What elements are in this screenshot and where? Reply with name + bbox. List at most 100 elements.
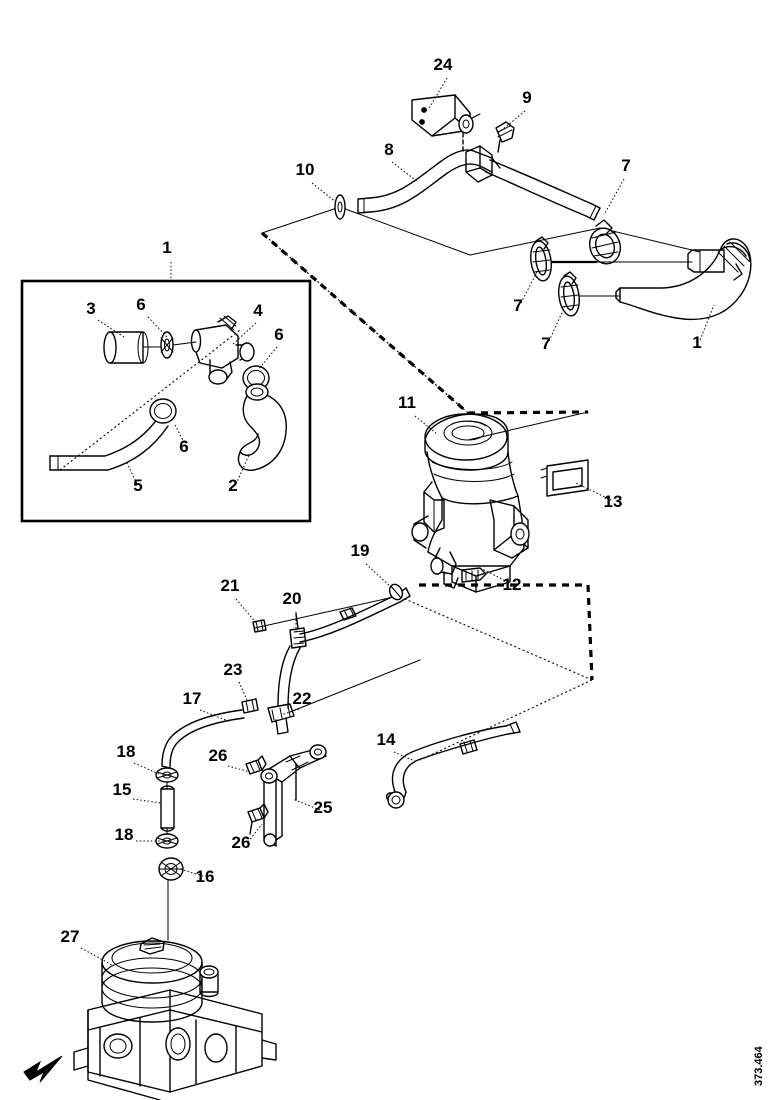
leader-line-22 xyxy=(280,708,300,716)
part-3-sleeve xyxy=(103,331,149,364)
part-21-fitting xyxy=(252,619,267,633)
drawing-number: 373.464 xyxy=(753,1045,765,1086)
callout-24: 24 xyxy=(434,55,453,74)
part-20-clamp xyxy=(289,613,307,649)
leader-line-3 xyxy=(97,319,125,338)
callout-18: 18 xyxy=(117,742,136,761)
part-17-line-upper xyxy=(277,645,301,709)
callout-11: 11 xyxy=(398,393,416,412)
ref-line-a xyxy=(339,206,471,256)
leader-line-6 xyxy=(174,424,187,447)
callout-leaders xyxy=(80,77,715,966)
ref-line-b xyxy=(469,227,601,256)
callout-26: 26 xyxy=(232,833,251,852)
part-26-bolt-a xyxy=(245,755,267,775)
part-7-clamp-c xyxy=(558,271,580,317)
reference-dash-inset xyxy=(59,329,241,471)
leader-line-7 xyxy=(548,303,567,342)
part-22-union xyxy=(267,703,295,735)
callout-7: 7 xyxy=(541,334,550,353)
part-6-oring-c xyxy=(149,398,177,424)
leader-line-24 xyxy=(427,77,448,111)
part-14-return-line xyxy=(385,721,521,809)
callout-20: 20 xyxy=(283,589,302,608)
callout-25: 25 xyxy=(314,798,333,817)
part-1-hose-assembly xyxy=(615,238,752,321)
part-19-fitting xyxy=(388,583,404,601)
inset-detail-box xyxy=(20,279,312,523)
leader-line-19 xyxy=(365,563,393,589)
part-15-filter-element xyxy=(160,781,175,837)
callout-22: 22 xyxy=(293,689,312,708)
callout-14: 14 xyxy=(377,730,396,749)
part-26-bolt-b xyxy=(247,803,269,835)
leader-line-7 xyxy=(603,178,625,216)
leader-line-14 xyxy=(393,751,418,763)
callout-26: 26 xyxy=(209,746,228,765)
callout-16: 16 xyxy=(196,867,215,886)
leader-line-5 xyxy=(126,462,138,485)
leader-line-1 xyxy=(699,304,715,341)
ref-line-22 xyxy=(289,659,421,713)
part-5-hose xyxy=(49,421,169,471)
inset-axis-b xyxy=(172,341,197,346)
part-4-connector xyxy=(190,315,255,385)
leader-line-17 xyxy=(199,709,232,723)
callout-23: 23 xyxy=(224,660,243,679)
callout-27: 27 xyxy=(61,927,80,946)
callout-17: 17 xyxy=(183,689,202,708)
part-23-fitting xyxy=(241,698,259,714)
callout-19: 19 xyxy=(351,541,370,560)
callout-6: 6 xyxy=(274,325,283,344)
ref-line-pump xyxy=(467,411,589,441)
leader-line-21 xyxy=(235,598,258,625)
part-18-washer-b xyxy=(155,833,179,849)
leader-line-8 xyxy=(391,161,419,183)
leader-line-6 xyxy=(147,316,169,339)
leader-line-11 xyxy=(414,415,438,435)
part-2-elbow-hose xyxy=(237,383,287,471)
callout-10: 10 xyxy=(296,160,315,179)
reference-dash-lower xyxy=(397,583,594,761)
part-10-seal xyxy=(334,194,346,220)
part-16-fitting xyxy=(158,857,184,881)
leader-line-26 xyxy=(247,823,263,843)
callout-6: 6 xyxy=(179,437,188,456)
callout-3: 3 xyxy=(86,299,95,318)
callout-9: 9 xyxy=(522,88,531,107)
callout-7: 7 xyxy=(621,156,630,175)
callout-6: 6 xyxy=(136,295,145,314)
leader-line-7 xyxy=(520,267,540,304)
part-24-bracket xyxy=(411,94,481,137)
leader-line-6 xyxy=(257,346,278,371)
part-27-filter-housing xyxy=(73,937,277,1100)
leader-line-9 xyxy=(496,110,526,135)
leader-line-18 xyxy=(133,762,160,775)
line-14-fitting xyxy=(459,739,478,755)
leader-line-15 xyxy=(132,798,162,804)
leader-line-25 xyxy=(292,798,321,811)
part-17-hose xyxy=(161,709,245,769)
leader-line-16 xyxy=(179,868,204,877)
leader-line-10 xyxy=(311,182,338,204)
part-25-bracket xyxy=(260,744,327,847)
part-8-fuel-tube xyxy=(357,149,501,214)
ref-line-c xyxy=(599,227,701,253)
callout-13: 13 xyxy=(604,492,623,511)
leader-line-27 xyxy=(80,947,113,966)
callout-4: 4 xyxy=(253,301,263,320)
leader-line-12 xyxy=(479,567,509,583)
part-6-seal-a xyxy=(160,331,174,359)
callout-15: 15 xyxy=(113,780,132,799)
leader-line-2 xyxy=(235,454,250,485)
callout-8: 8 xyxy=(384,140,393,159)
leader-line-26 xyxy=(227,765,251,773)
callout-2: 2 xyxy=(228,476,237,495)
part-7-clamp-b xyxy=(530,236,552,282)
callout-21: 21 xyxy=(221,576,240,595)
part-11-fuel-pump xyxy=(411,413,530,593)
part-8b-tube xyxy=(485,159,601,221)
reference-dash-upper xyxy=(260,231,589,415)
